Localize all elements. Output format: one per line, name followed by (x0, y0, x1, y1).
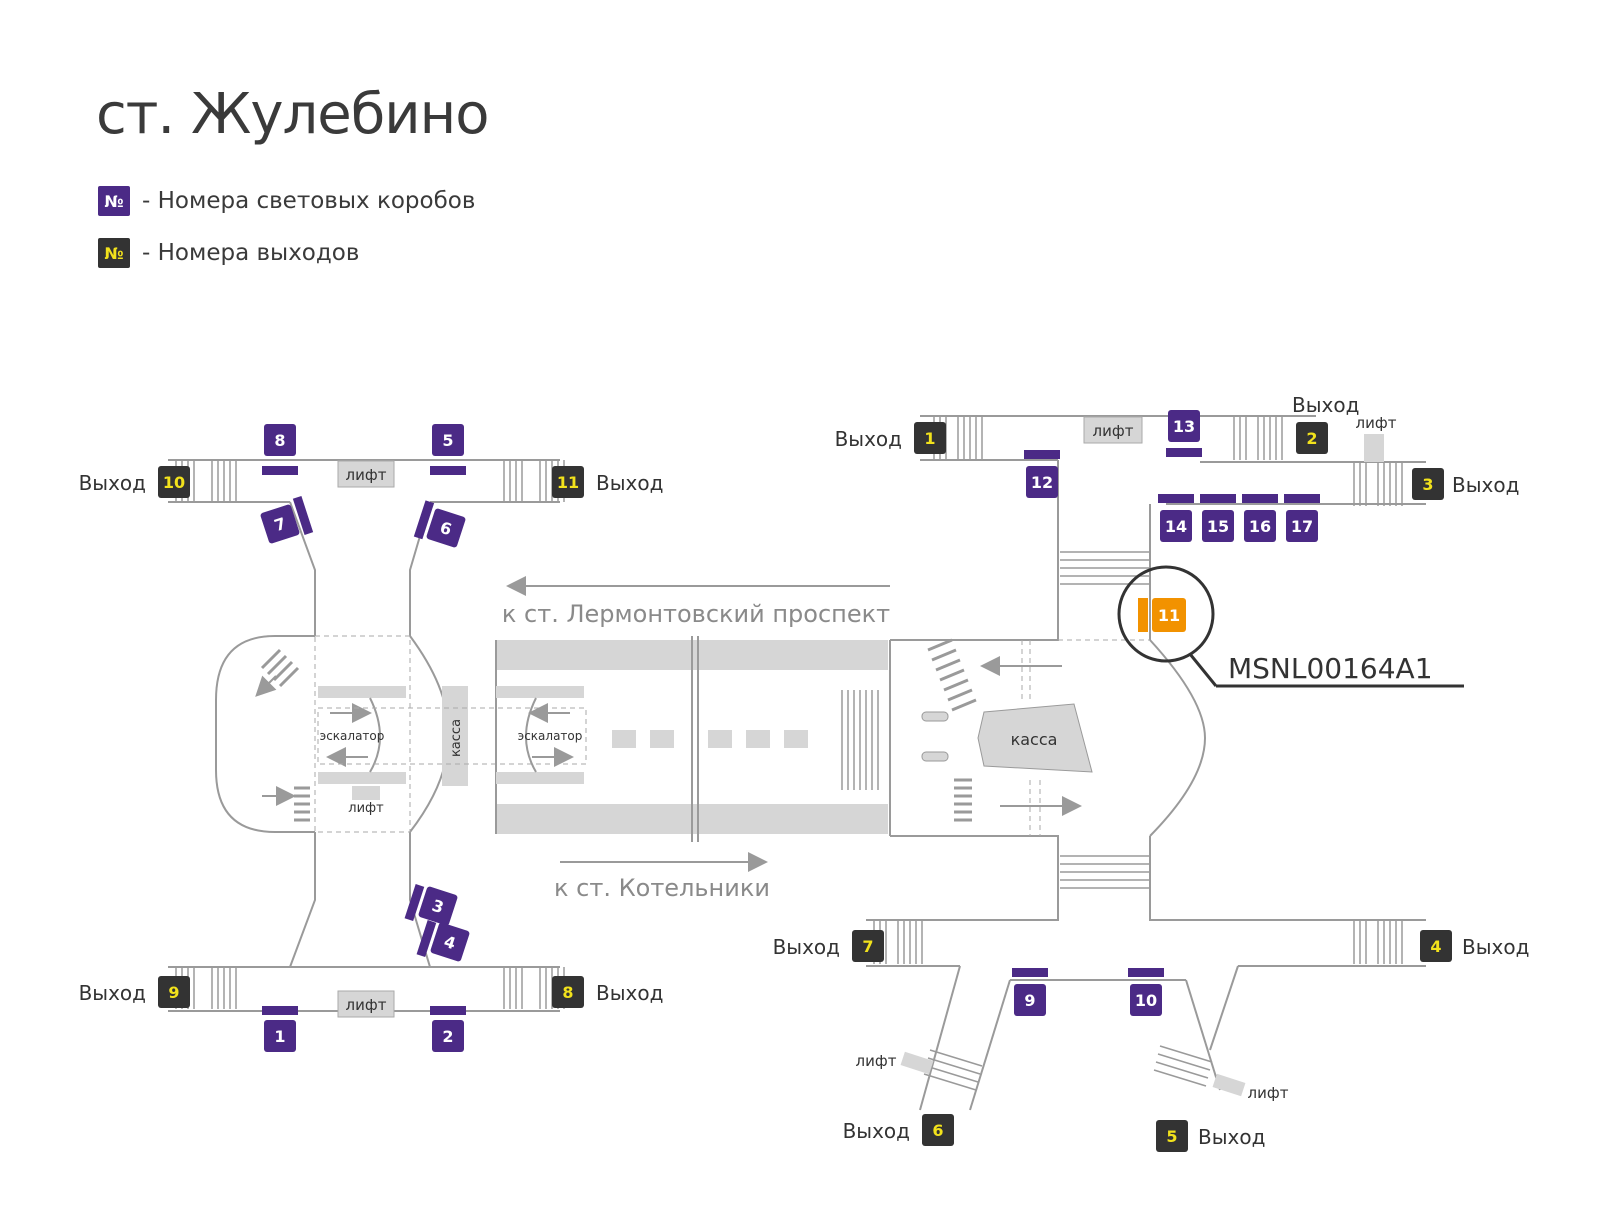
lift-label: лифт (1248, 1084, 1289, 1102)
exit-number: 6 (932, 1121, 943, 1140)
lightbox-number: 5 (442, 431, 453, 450)
lightbox-marker: 17 (1284, 494, 1320, 542)
right-structure (866, 415, 1426, 1111)
exit-number: 7 (862, 937, 873, 956)
lightbox-number: 6 (438, 518, 454, 540)
lift-label: лифт (856, 1052, 897, 1070)
lightbox-marker: 9 (1012, 968, 1048, 1016)
lightbox-marker: 8 (262, 424, 298, 475)
exit-label: Выход (79, 471, 146, 495)
lightbox-number: 14 (1165, 517, 1187, 536)
escalator-label: эскалатор (518, 729, 583, 743)
exit-number: 2 (1306, 429, 1317, 448)
exits: 10 Выход 11 Выход 9 Выход 8 Выход 1 Выхо… (79, 393, 1529, 1152)
lightbox-marker: 5 (430, 424, 466, 475)
exit-label: Выход (1198, 1125, 1265, 1149)
exit-number: 1 (924, 429, 935, 448)
platform: эскалатор к ст. Лермонтовский проспект к… (495, 576, 890, 902)
kassa-label: касса (449, 719, 464, 757)
lightbox-number: 7 (272, 514, 288, 536)
exit-label: Выход (596, 981, 663, 1005)
highlight-callout: 11 MSNL00164A1 (1117, 565, 1464, 688)
lightbox-number: 15 (1207, 517, 1229, 536)
lightbox-marker: 13 (1166, 410, 1202, 457)
lightbox-marker: 14 (1158, 494, 1194, 542)
lightbox-number: 17 (1291, 517, 1313, 536)
lightbox-marker: 10 (1128, 968, 1164, 1016)
direction-left-label: к ст. Лермонтовский проспект (502, 600, 890, 628)
legend-exit-badge: № (98, 238, 130, 268)
legend-lightbox: № - Номера световых коробов (98, 186, 475, 216)
lightbox-number: 4 (442, 932, 458, 954)
exit-number: 5 (1166, 1127, 1177, 1146)
exit-label: Выход (1452, 473, 1519, 497)
lightbox-marker: 2 (430, 1006, 466, 1052)
escalator-label: эскалатор (320, 729, 385, 743)
lift-label: лифт (1093, 422, 1134, 440)
exit-label: Выход (1462, 935, 1529, 959)
lightboxes: 8 5 7 6 3 4 1 (260, 410, 1320, 1052)
highlight-code: MSNL00164A1 (1228, 652, 1433, 685)
right-stairs (873, 415, 1403, 1091)
lightbox-number: 10 (1135, 991, 1157, 1010)
lift-label: лифт (1356, 414, 1397, 432)
exit-number: 8 (562, 983, 573, 1002)
lift-label: лифт (348, 801, 384, 816)
exit-number: 11 (557, 473, 579, 492)
exit-number: 4 (1430, 937, 1441, 956)
legend-lightbox-badge: № (98, 186, 130, 216)
legend-exit-text: - Номера выходов (142, 240, 360, 266)
lightbox-number: 8 (274, 431, 285, 450)
exit-label: Выход (773, 935, 840, 959)
exit-label: Выход (1292, 393, 1359, 417)
exit-label: Выход (79, 981, 146, 1005)
lightbox-marker: 3 (404, 884, 458, 926)
lightbox-number: 9 (1024, 991, 1035, 1010)
lightbox-number: 2 (442, 1027, 453, 1046)
lift-label: лифт (346, 996, 387, 1014)
left-lobby: эскалатор лифт касса (255, 635, 587, 833)
exit-label: Выход (596, 471, 663, 495)
lightbox-number: 12 (1031, 473, 1053, 492)
exit-number: 10 (163, 473, 185, 492)
lift-label: лифт (346, 466, 387, 484)
lightbox-number: 1 (274, 1027, 285, 1046)
lightbox-marker: 4 (416, 920, 470, 962)
exit-label: Выход (835, 427, 902, 451)
lightbox-number: 3 (430, 896, 446, 918)
exit-number: 3 (1422, 475, 1433, 494)
lightbox-number: 16 (1249, 517, 1271, 536)
direction-right-label: к ст. Котельники (554, 874, 770, 902)
lightbox-marker: 7 (260, 496, 314, 544)
lightbox-number: 13 (1173, 417, 1195, 436)
lightbox-marker: 16 (1242, 494, 1278, 542)
legend-exit: № - Номера выходов (98, 238, 359, 268)
lightbox-marker: 15 (1200, 494, 1236, 542)
left-lifts: лифт лифт (337, 460, 395, 1018)
highlight-box-number: 11 (1158, 606, 1180, 625)
page-title: ст. Жулебино (96, 82, 490, 147)
lightbox-marker: 1 (262, 1006, 298, 1052)
lightbox-marker: 12 (1024, 450, 1060, 498)
exit-number: 9 (168, 983, 179, 1002)
exit-label: Выход (843, 1119, 910, 1143)
legend-lightbox-text: - Номера световых коробов (142, 188, 476, 214)
right-lobby: лифт лифт касса лифт лифт (856, 414, 1397, 1102)
kassa-label: касса (1011, 730, 1058, 749)
lightbox-marker: 6 (413, 500, 466, 548)
